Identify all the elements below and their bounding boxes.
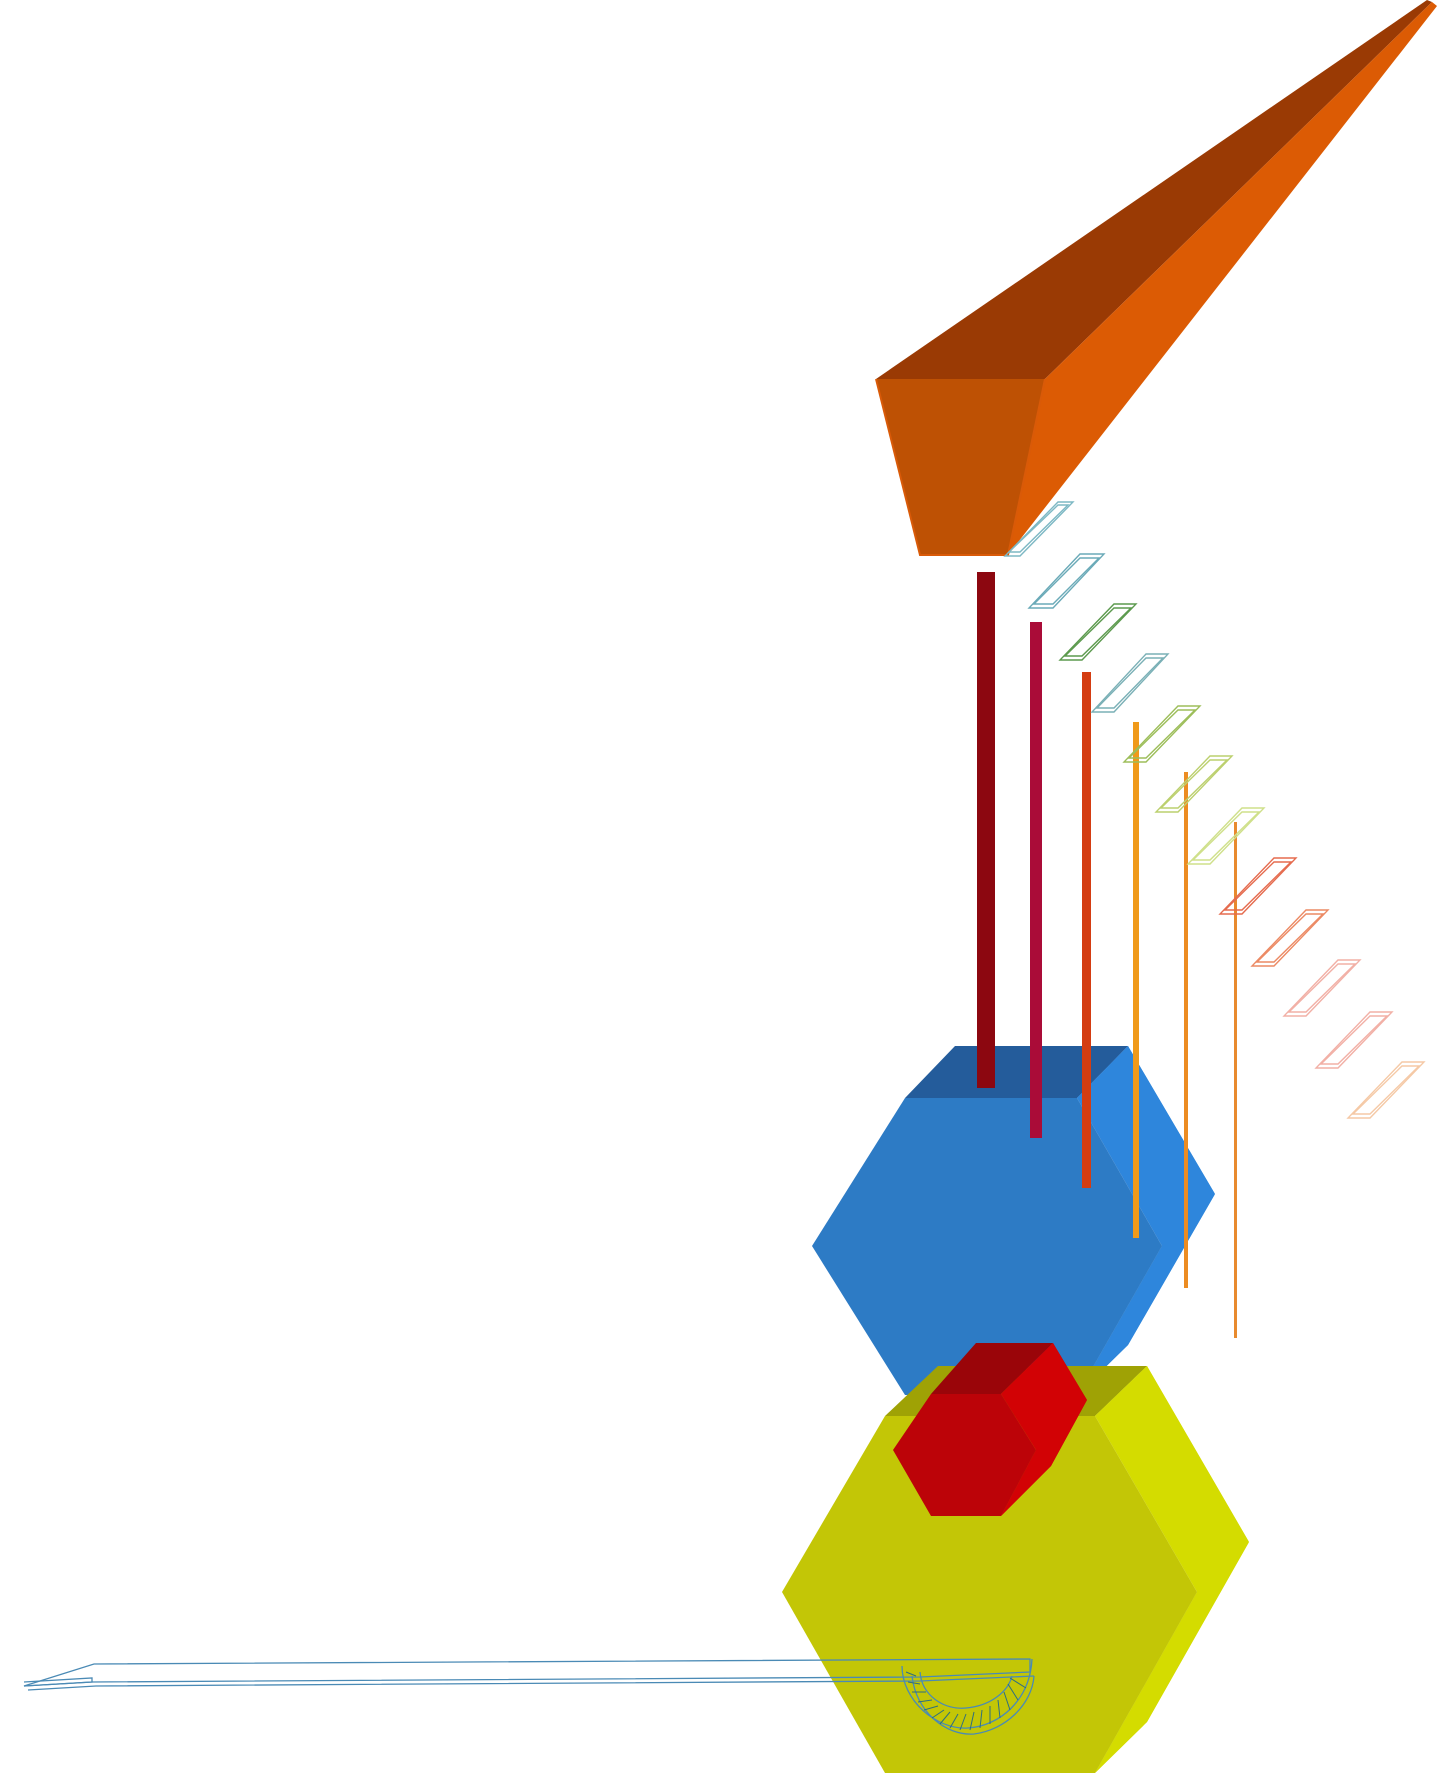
lever-inner-edge (23, 1677, 93, 1687)
yellow-side-face-right (1095, 1366, 1249, 1773)
frame-6 (1154, 755, 1234, 813)
orange-beam-edge (875, 378, 1046, 556)
frame-10 (1282, 959, 1362, 1017)
bar-3 (1082, 672, 1091, 1188)
scoop-ribs (905, 1671, 1027, 1731)
scoop-bottom (911, 1675, 1035, 1735)
frame-5 (1122, 705, 1202, 763)
blue-front-face (812, 1098, 1162, 1395)
blue-top-face (905, 1046, 1128, 1098)
lever-scoop (901, 1658, 1035, 1735)
bar-6 (1234, 822, 1237, 1338)
blue-hexagon-prism (812, 1046, 1215, 1395)
bar-1 (977, 572, 995, 1088)
wireframe-lever (23, 1658, 1035, 1735)
frame-4 (1090, 653, 1170, 713)
orange-beam-front-face (876, 379, 1045, 555)
red-side-face-right (1001, 1343, 1087, 1516)
blue-side-face-right (1077, 1046, 1215, 1395)
red-hexagon-prism (893, 1343, 1087, 1516)
red-front-face (893, 1394, 1036, 1516)
frame-12 (1346, 1061, 1426, 1119)
vertical-bars (977, 572, 1237, 1338)
orange-beam-side-face (1008, 2, 1437, 555)
frame-2 (1027, 553, 1106, 609)
orange-beam (875, 0, 1437, 556)
red-top-face (931, 1343, 1053, 1394)
outline-frames (1003, 501, 1426, 1119)
bar-4 (1133, 722, 1139, 1238)
frame-7 (1186, 807, 1266, 865)
orange-beam-top-face (876, 0, 1432, 379)
bar-2 (1030, 622, 1042, 1138)
frame-1 (1003, 501, 1075, 557)
frame-3 (1058, 603, 1138, 661)
scoop-inner (919, 1671, 1013, 1709)
frame-9 (1250, 909, 1330, 967)
frame-11 (1314, 1011, 1394, 1069)
bar-5 (1184, 772, 1188, 1288)
lever-outline-lower (27, 1675, 1035, 1691)
scoop-outer (901, 1658, 1033, 1729)
frame-8 (1218, 857, 1298, 915)
yellow-front-face (782, 1416, 1197, 1773)
